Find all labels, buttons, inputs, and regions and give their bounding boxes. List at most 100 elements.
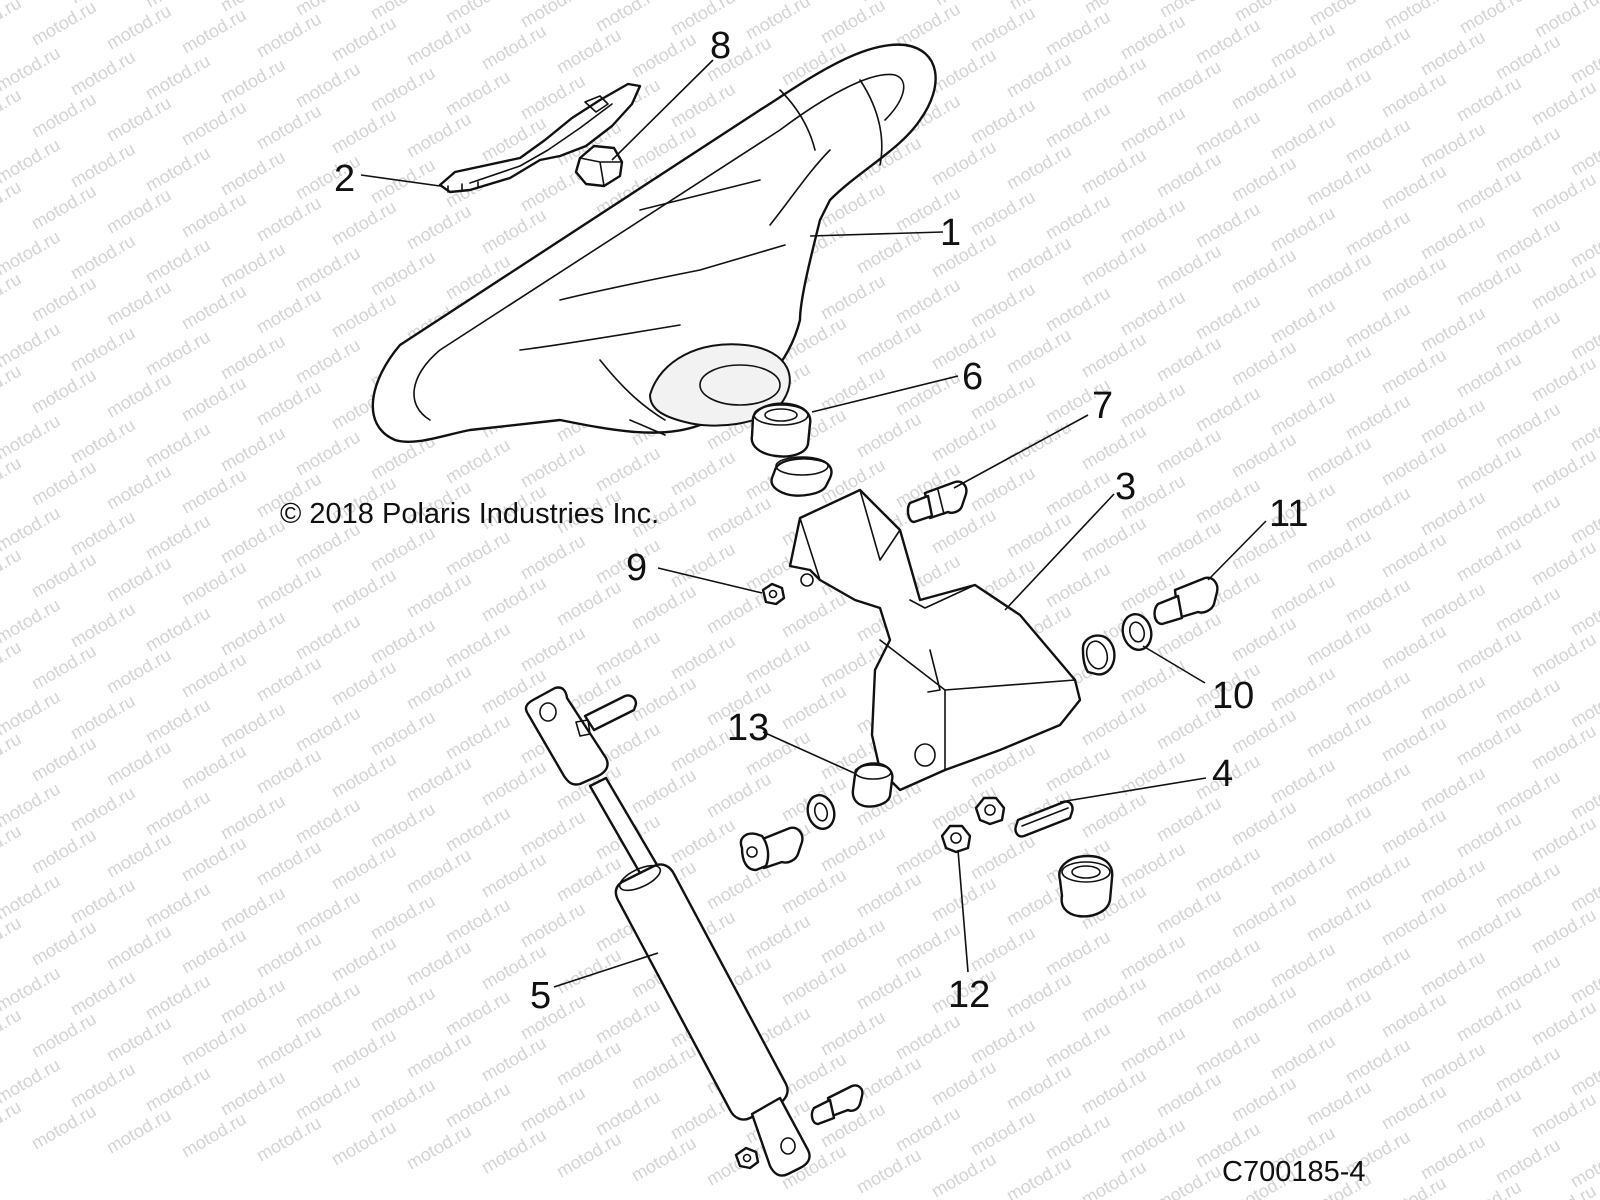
watermark-text: motod.ru (178, 189, 250, 242)
watermark-text: motod.ru (1453, 809, 1525, 862)
watermark-text: motod.ru (1342, 1035, 1414, 1088)
watermark-text: motod.ru (217, 699, 289, 752)
watermark-text: motod.ru (1192, 291, 1264, 344)
watermark-text: motod.ru (517, 991, 589, 1044)
callout-4: 4 (1212, 753, 1233, 795)
watermark-text: motod.ru (0, 177, 25, 230)
bushing-4 (1014, 800, 1114, 918)
watermark-text: motod.ru (403, 661, 475, 714)
watermark-text: motod.ru (1117, 931, 1189, 984)
watermark-text: motod.ru (553, 853, 625, 906)
watermark-text: motod.ru (367, 799, 439, 852)
callout-13: 13 (727, 707, 769, 749)
watermark-text: motod.ru (1042, 1019, 1114, 1072)
watermark-text: motod.ru (142, 511, 214, 564)
watermark-text: motod.ru (928, 1149, 1000, 1200)
watermark-text: motod.ru (1078, 145, 1150, 198)
watermark-text: motod.ru (667, 79, 739, 132)
watermark-text: motod.ru (1042, 7, 1114, 60)
watermark-text: motod.ru (403, 937, 475, 990)
watermark-text: motod.ru (1117, 655, 1189, 708)
callout-3: 3 (1115, 466, 1136, 508)
watermark-text: motod.ru (1303, 617, 1375, 670)
watermark-text: motod.ru (1042, 191, 1114, 244)
watermark-text: motod.ru (1303, 985, 1375, 1038)
watermark-text: motod.ru (367, 63, 439, 116)
watermark-text: motod.ru (1417, 211, 1489, 264)
watermark-text: motod.ru (1453, 717, 1525, 770)
watermark-text: motod.ru (1378, 529, 1450, 582)
watermark-text: motod.ru (1378, 1081, 1450, 1134)
watermark-text: motod.ru (217, 423, 289, 476)
watermark-text: motod.ru (853, 1053, 925, 1106)
watermark-text: motod.ru (442, 803, 514, 856)
watermark-text: motod.ru (1303, 65, 1375, 118)
watermark-text: motod.ru (67, 507, 139, 560)
watermark-text: motod.ru (1453, 533, 1525, 586)
watermark-text: motod.ru (292, 59, 364, 112)
watermark-text: motod.ru (817, 1007, 889, 1060)
watermark-text: motod.ru (1342, 207, 1414, 260)
watermark-text: motod.ru (1267, 1031, 1339, 1084)
watermark-text: motod.ru (217, 883, 289, 936)
watermark-text: motod.ru (67, 599, 139, 652)
watermark-text: motod.ru (1267, 203, 1339, 256)
watermark-text: motod.ru (1042, 1111, 1114, 1164)
watermark-text: motod.ru (217, 147, 289, 200)
watermark-text: motod.ru (1192, 383, 1264, 436)
callout-12: 12 (948, 974, 990, 1016)
watermark-text: motod.ru (1117, 11, 1189, 64)
watermark-text: motod.ru (103, 645, 175, 698)
watermark-text: motod.ru (517, 807, 589, 860)
watermark-text: motod.ru (1228, 337, 1300, 390)
watermark-text: motod.ru (1192, 935, 1264, 988)
watermark-text: motod.ru (328, 933, 400, 986)
watermark-text: motod.ru (817, 823, 889, 876)
watermark-text: motod.ru (1528, 813, 1600, 866)
watermark-text: motod.ru (1417, 303, 1489, 356)
watermark-text: motod.ru (1492, 215, 1564, 268)
watermark-text: motod.ru (1003, 233, 1075, 286)
gas-shock (524, 686, 811, 1177)
watermark-text: motod.ru (853, 961, 925, 1014)
watermark-text: motod.ru (0, 1097, 25, 1150)
watermark-text: motod.ru (1228, 613, 1300, 666)
watermark-text: motod.ru (1267, 939, 1339, 992)
watermark-text: motod.ru (142, 327, 214, 380)
watermark-text: motod.ru (1453, 625, 1525, 678)
watermark-text: motod.ru (0, 913, 25, 966)
watermark-text: motod.ru (253, 1021, 325, 1074)
callout-labels: 1 2 3 4 5 6 7 8 9 10 11 12 13 (334, 25, 1308, 1017)
watermark-text: motod.ru (928, 413, 1000, 466)
watermark-text: motod.ru (403, 753, 475, 806)
watermark-text: motod.ru (967, 1015, 1039, 1068)
watermark-text: motod.ru (292, 1071, 364, 1124)
watermark-text: motod.ru (1003, 509, 1075, 562)
watermark-text: motod.ru (178, 5, 250, 58)
callout-8: 8 (710, 25, 731, 67)
watermark-text: motod.ru (28, 89, 100, 142)
watermark-text: motod.ru (328, 565, 400, 618)
watermark-text: motod.ru (1492, 123, 1564, 176)
watermark-text: motod.ru (0, 453, 25, 506)
watermark-text: motod.ru (1417, 947, 1489, 1000)
watermark-text: motod.ru (253, 653, 325, 706)
watermark-text: motod.ru (253, 837, 325, 890)
watermark-text: motod.ru (217, 331, 289, 384)
watermark-text: motod.ru (592, 0, 664, 35)
watermark-text: motod.ru (628, 29, 700, 82)
watermark-text: motod.ru (1078, 697, 1150, 750)
watermark-text: motod.ru (553, 577, 625, 630)
watermark-text: motod.ru (28, 549, 100, 602)
watermark-text: motod.ru (292, 427, 364, 480)
watermark-text: motod.ru (1192, 107, 1264, 160)
watermark-text: motod.ru (367, 707, 439, 760)
watermark-text: motod.ru (1042, 927, 1114, 980)
watermark-text: motod.ru (853, 869, 925, 922)
watermark-text: motod.ru (67, 323, 139, 376)
watermark-text: motod.ru (217, 607, 289, 660)
watermark-text: motod.ru (967, 923, 1039, 976)
watermark-text: motod.ru (1342, 667, 1414, 720)
watermark-text: motod.ru (1042, 283, 1114, 336)
